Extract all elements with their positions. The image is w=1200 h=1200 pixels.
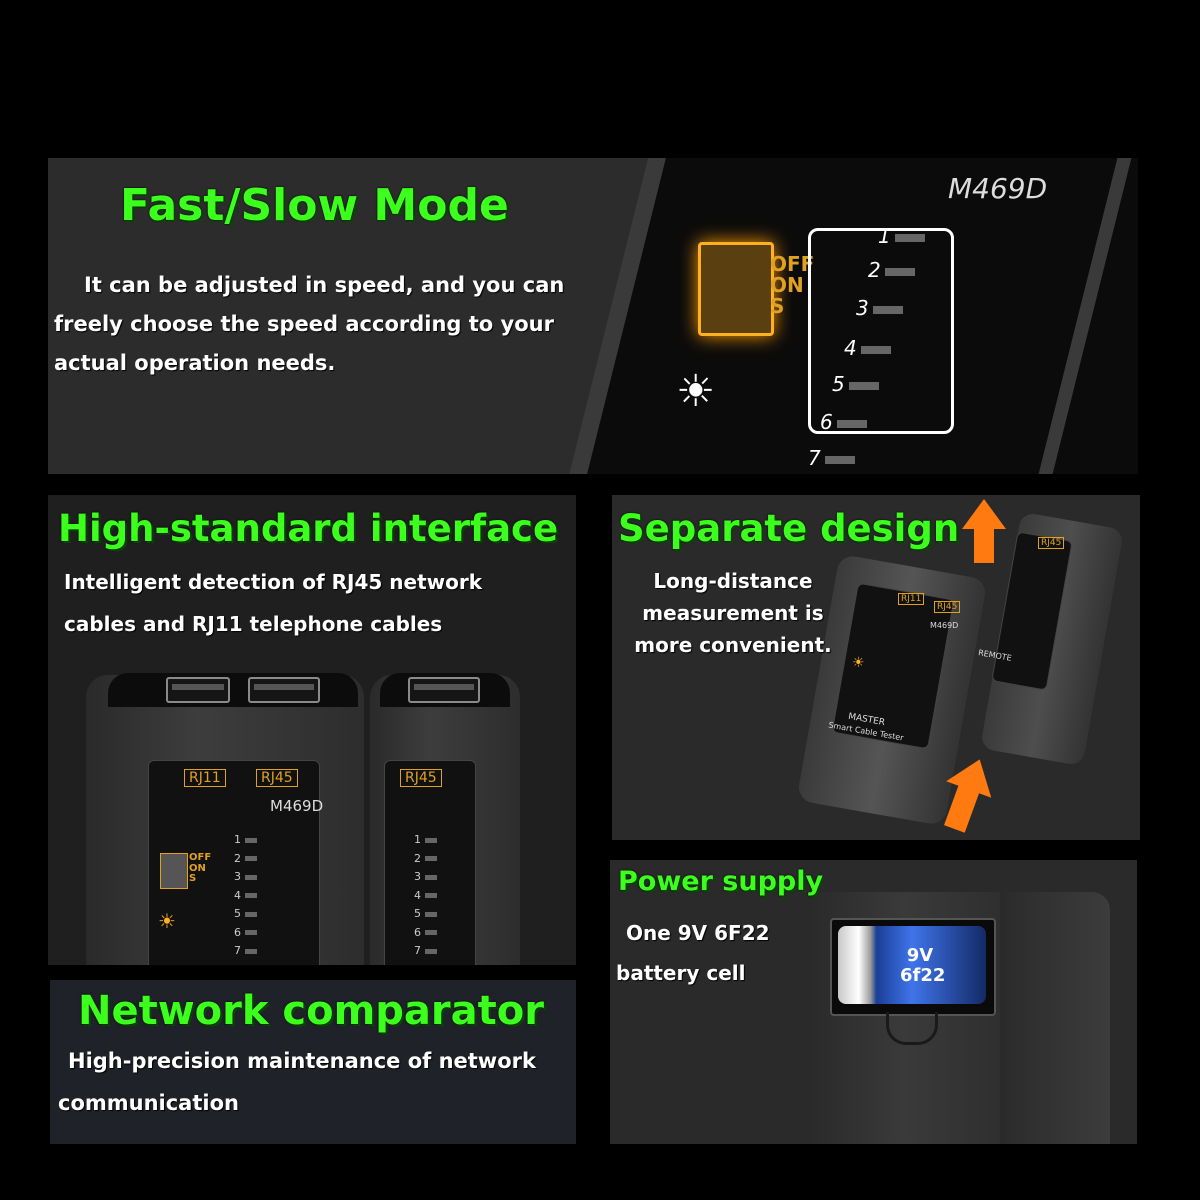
led-bracket (808, 228, 954, 434)
led-row: 5 (414, 905, 437, 924)
tester-back-right (1006, 892, 1110, 1144)
separate-description: Long-distance measurement is more conven… (634, 569, 832, 657)
led-row: 3 (234, 868, 257, 887)
led-row: 3 (414, 868, 437, 887)
led-row: 1 (878, 224, 925, 248)
label-rj45: RJ45 (934, 601, 961, 613)
comparator-heading: Network comparator (78, 988, 544, 1034)
interface-panel: RJ11 RJ45 M469D OFF ON S ☀ 1 2 3 4 5 6 7… (48, 495, 576, 965)
rj45-port (408, 677, 480, 703)
led-row: 2 (414, 850, 437, 869)
sun-icon: ☀ (676, 366, 716, 417)
battery-voltage: 9V (906, 945, 934, 966)
speed-switch-labels: OFF ON S (189, 852, 212, 885)
led-list: 1 2 3 4 5 6 7 (234, 831, 257, 961)
sun-icon: ☀ (158, 909, 176, 933)
led-row: 6 (414, 924, 437, 943)
power-description-line1: One 9V 6F22 (626, 921, 770, 945)
separate-panel: RJ45 REMOTE RJ11 RJ45 M469D ☀ MASTER Sma… (612, 495, 1140, 840)
switch-on-label: ON (770, 273, 804, 297)
led-list: 1 2 3 4 5 6 7 (414, 831, 437, 961)
led-row: 7 (234, 942, 257, 961)
comparator-description: High-precision maintenance of network co… (58, 1049, 536, 1115)
led-row: 4 (844, 336, 891, 360)
led-row: 1 (414, 831, 437, 850)
speed-switch-labels: OFF ON S (770, 254, 814, 317)
led-row: 6 (234, 924, 257, 943)
label-rj45: RJ45 (400, 769, 442, 787)
rj45-port (248, 677, 320, 703)
power-panel: 9V 6f22 Power supply One 9V 6F22 battery… (610, 860, 1137, 1144)
power-description-line2: battery cell (616, 961, 746, 985)
speed-switch-icon (160, 853, 188, 889)
model-label: M469D (948, 172, 1048, 205)
led-row: 2 (868, 258, 915, 282)
separate-heading: Separate design (618, 507, 960, 550)
led-row: 4 (234, 887, 257, 906)
led-row: 4 (414, 887, 437, 906)
comparator-panel: Network comparator High-precision mainte… (50, 980, 576, 1144)
interface-heading: High-standard interface (58, 507, 559, 550)
led-row: 5 (832, 372, 879, 396)
fast-slow-description: It can be adjusted in speed, and you can… (54, 273, 565, 375)
label-rj45: RJ45 (1038, 537, 1065, 549)
switch-off-label: OFF (770, 252, 815, 276)
label-rj11: RJ11 (898, 593, 925, 605)
label-rj11: RJ11 (184, 769, 226, 787)
led-row: 6 (820, 410, 867, 434)
speed-switch-icon (698, 242, 774, 336)
rj11-port (166, 677, 230, 703)
switch-s-label: S (770, 294, 785, 318)
led-row: 7 (808, 446, 855, 470)
switch-s-label: S (189, 873, 197, 884)
battery-icon (838, 926, 986, 1004)
led-row: 2 (234, 850, 257, 869)
model-label: M469D (930, 621, 959, 630)
switch-on-label: ON (189, 862, 206, 874)
model-label: M469D (270, 797, 324, 815)
up-arrow-icon (962, 499, 1006, 563)
switch-off-label: OFF (189, 852, 212, 863)
fast-slow-panel: M469D OFF ON S ☀ 1 2 3 4 5 6 7 Fast/Slow… (48, 158, 1138, 474)
power-heading: Power supply (618, 866, 824, 897)
tester-clip (886, 1012, 938, 1045)
sun-icon: ☀ (852, 655, 865, 671)
battery-model: 6f22 (900, 965, 946, 986)
led-row: 7 (414, 942, 437, 961)
battery-text: 9V 6f22 (900, 945, 946, 986)
master-top (108, 673, 358, 707)
led-row: 3 (856, 296, 903, 320)
label-rj45: RJ45 (256, 769, 298, 787)
interface-description: Intelligent detection of RJ45 network ca… (64, 570, 483, 636)
led-row: 1 (234, 831, 257, 850)
fast-slow-heading: Fast/Slow Mode (120, 180, 509, 231)
led-row: 5 (234, 905, 257, 924)
